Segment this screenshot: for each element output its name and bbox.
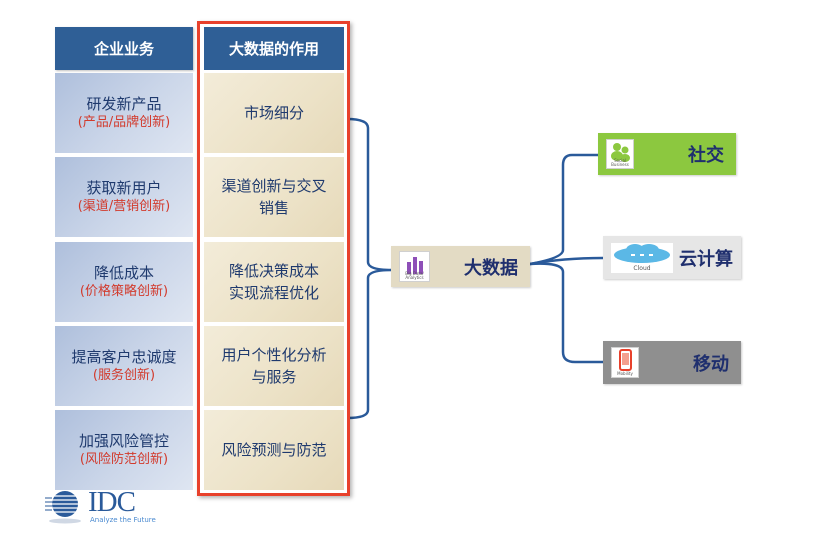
branch-label: 云计算 (679, 248, 733, 270)
branch-mobile: Mobility 移动 (603, 341, 741, 384)
business-row-title: 提高客户忠诚度 (71, 348, 177, 366)
business-row-subtitle: (产品/品牌创新) (77, 115, 171, 130)
cloud-icon: Cloud (611, 242, 673, 273)
business-row-subtitle: (渠道/营销创新) (77, 199, 171, 214)
phone-icon: Mobility (611, 347, 639, 378)
right-bracket-top (529, 153, 598, 266)
icon-caption: Social Business (611, 158, 629, 167)
business-row: 降低成本 (价格策略创新) (55, 242, 193, 322)
role-line: 风险预测与防范 (221, 441, 327, 459)
business-row-title: 研发新产品 (86, 95, 162, 113)
role-line: 实现流程优化 (228, 284, 319, 302)
bigdata-node: Big Data/ Analytics 大数据 (391, 246, 530, 287)
business-row: 提高客户忠诚度 (服务创新) (55, 326, 193, 406)
branch-label: 社交 (688, 145, 724, 166)
business-row: 研发新产品 (产品/品牌创新) (55, 73, 193, 153)
business-row-title: 降低成本 (93, 264, 154, 282)
role-line: 市场细分 (243, 104, 304, 122)
role-line: 用户个性化分析 (221, 346, 327, 364)
business-row-subtitle: (风险防范创新) (79, 452, 169, 467)
right-column-header: 大数据的作用 (204, 27, 344, 70)
right-bracket-bottom (529, 262, 603, 364)
business-row: 获取新用户 (渠道/营销创新) (55, 157, 193, 237)
icon-caption: Cloud (633, 264, 651, 272)
idc-logo: IDC Analyze the Future (45, 486, 175, 530)
business-row-subtitle: (价格策略创新) (79, 284, 169, 299)
bigdata-role-row: 市场细分 (204, 73, 344, 153)
business-row-title: 加强风险管控 (78, 432, 169, 450)
globe-icon (45, 491, 85, 524)
role-line: 降低决策成本 (228, 262, 319, 280)
business-row-title: 获取新用户 (86, 179, 162, 197)
bigdata-node-label: 大数据 (464, 257, 518, 279)
bigdata-role-row: 降低决策成本实现流程优化 (204, 242, 344, 322)
highlight-frame (197, 21, 350, 496)
people-icon: Social Business (606, 139, 634, 169)
business-row-subtitle: (服务创新) (92, 368, 156, 383)
logo-tagline: Analyze the Future (90, 516, 156, 524)
bigdata-role-row: 风险预测与防范 (204, 410, 344, 490)
bigdata-role-row: 渠道创新与交叉销售 (204, 157, 344, 237)
icon-caption: Mobility (617, 371, 633, 376)
business-row: 加强风险管控 (风险防范创新) (55, 410, 193, 490)
branch-social: Social Business 社交 (598, 133, 736, 175)
logo-wordmark: IDC (88, 486, 136, 518)
branch-label: 移动 (693, 353, 729, 375)
left-column-header: 企业业务 (55, 27, 193, 70)
role-line: 渠道创新与交叉 (221, 177, 327, 195)
bar-chart-icon: Big Data/ Analytics (399, 251, 430, 282)
role-line: 与服务 (251, 368, 297, 386)
bigdata-role-row: 用户个性化分析与服务 (204, 326, 344, 406)
left-bracket (346, 117, 393, 420)
branch-cloud: Cloud 云计算 (603, 236, 741, 279)
icon-caption: Big Data/ Analytics (405, 271, 424, 280)
role-line: 销售 (258, 199, 289, 217)
